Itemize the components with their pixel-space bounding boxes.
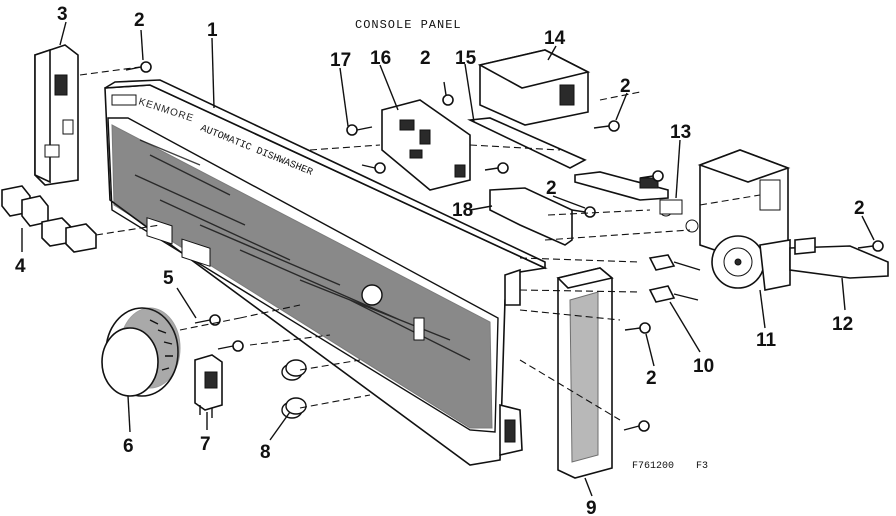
light-lens <box>556 267 614 479</box>
assembly-lines <box>79 66 761 421</box>
callout-2: 2 <box>646 368 657 389</box>
callout-15: 15 <box>455 48 477 69</box>
shield <box>489 187 573 246</box>
callout-8: 8 <box>260 442 271 463</box>
right-bracket <box>789 237 889 279</box>
callout-10: 10 <box>693 356 714 377</box>
callout-6: 6 <box>123 436 134 457</box>
callout-4: 4 <box>15 256 26 277</box>
screw <box>624 322 651 334</box>
screws <box>125 61 884 432</box>
diagram-title: CONSOLE PANEL <box>355 18 462 32</box>
screw <box>484 162 509 174</box>
left-end-cap <box>34 44 79 186</box>
screw <box>623 420 650 432</box>
screw <box>857 240 884 252</box>
screw <box>571 206 596 218</box>
button-caps <box>1 185 97 253</box>
callout-17: 17 <box>330 50 351 71</box>
callout-2: 2 <box>854 198 865 219</box>
circuit-board <box>381 99 471 191</box>
callout-2: 2 <box>420 48 431 69</box>
callout-7: 7 <box>200 434 211 455</box>
screw <box>346 124 373 136</box>
screw <box>593 120 620 132</box>
console-panel-body <box>104 79 548 466</box>
callout-3: 3 <box>57 4 68 25</box>
screw <box>361 162 386 174</box>
spacer <box>659 199 699 233</box>
bracket-middle <box>574 171 669 201</box>
callout-5: 5 <box>163 268 174 289</box>
callout-11: 11 <box>756 330 777 351</box>
timer-assembly <box>697 149 791 291</box>
top-bracket <box>477 49 591 126</box>
strip <box>467 117 587 169</box>
timer-knob <box>101 307 181 397</box>
screw <box>194 314 221 326</box>
callout-14: 14 <box>544 28 566 49</box>
callout-2: 2 <box>546 178 557 199</box>
leader-lines <box>21 21 875 497</box>
wire-connectors <box>648 254 701 303</box>
callout-18: 18 <box>452 200 473 221</box>
figure-suffix: F3 <box>696 461 708 472</box>
figure-code: F761200 <box>632 461 674 472</box>
callout-9: 9 <box>586 498 597 516</box>
switch <box>194 354 223 418</box>
callout-12: 12 <box>832 314 853 335</box>
plugs <box>281 359 307 419</box>
callout-2: 2 <box>134 10 145 31</box>
callout-1: 1 <box>207 20 218 41</box>
callout-13: 13 <box>670 122 691 143</box>
callout-2: 2 <box>620 76 631 97</box>
screw <box>442 81 454 106</box>
callout-16: 16 <box>370 48 391 69</box>
screw <box>217 340 244 352</box>
screw <box>639 170 664 182</box>
